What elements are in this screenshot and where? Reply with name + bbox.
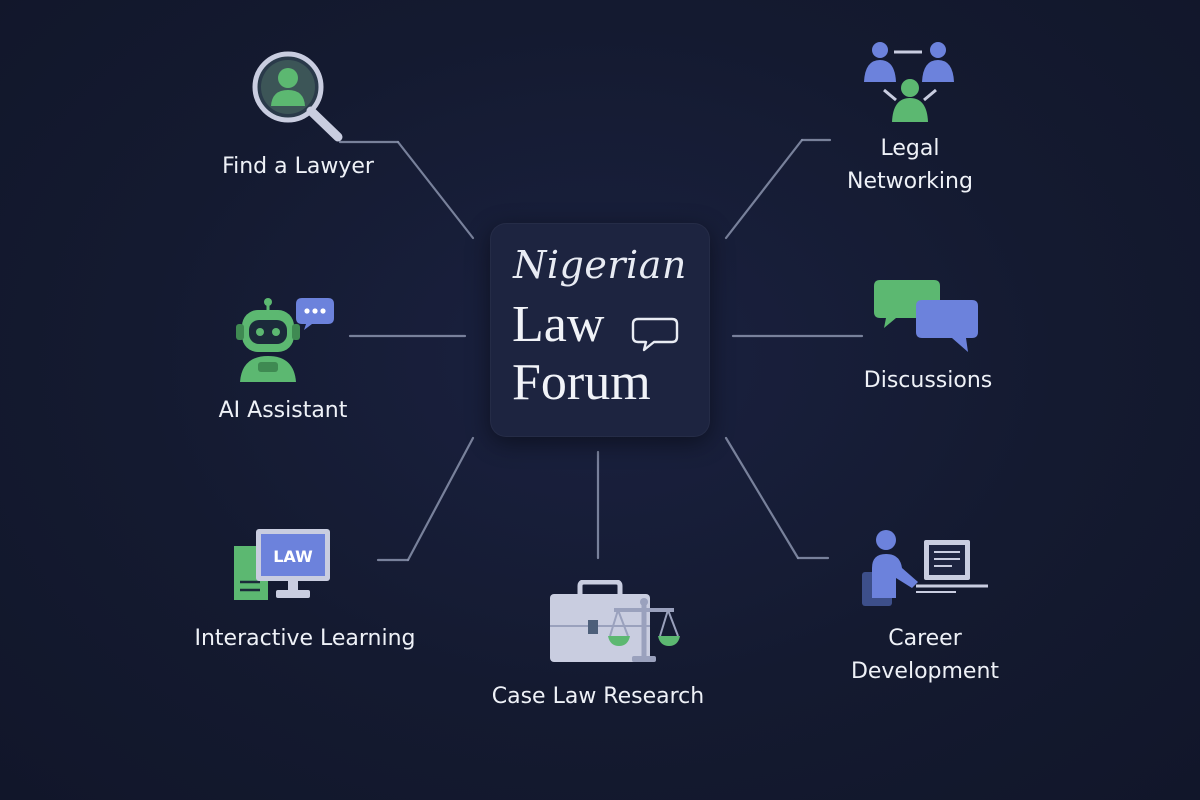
label-discussions: Discussions [863, 368, 993, 393]
connector-find-a-lawyer-diag [396, 140, 475, 240]
computer-law-icon: LAW [234, 529, 330, 600]
label-legal-networking-line2: Networking [847, 169, 973, 194]
label-interactive-learning: Interactive Learning [194, 626, 416, 651]
chat-bubbles-icon [874, 280, 978, 352]
hub-script-title: Nigerian [513, 243, 687, 287]
speech-bubble-icon [631, 317, 679, 352]
hub-title-forum: Forum [512, 354, 651, 411]
label-legal-networking: Legal Networking [810, 132, 1010, 198]
label-find-a-lawyer: Find a Lawyer [222, 154, 374, 179]
label-career-development-line2: Development [850, 659, 1000, 684]
connector-legal-networking-diag [724, 138, 804, 240]
label-case-law-research: Case Law Research [491, 684, 705, 709]
label-ai-assistant: AI Assistant [218, 398, 348, 423]
label-legal-networking-line1: Legal [880, 136, 940, 161]
law-screen-text: LAW [273, 547, 313, 566]
people-network-icon [864, 42, 954, 122]
robot-chat-icon [236, 298, 334, 382]
connector-career-development [724, 436, 800, 560]
label-career-development: Career Development [810, 622, 1040, 688]
briefcase-scales-icon [550, 580, 680, 662]
person-at-computer-icon [862, 530, 988, 606]
forum-hub[interactable]: Nigerian Law Forum [490, 223, 710, 437]
label-career-development-line1: Career [888, 626, 962, 651]
connector-interactive-learning-diag [406, 436, 475, 562]
search-person-icon [252, 51, 343, 142]
hub-title-law: Law [512, 296, 605, 353]
